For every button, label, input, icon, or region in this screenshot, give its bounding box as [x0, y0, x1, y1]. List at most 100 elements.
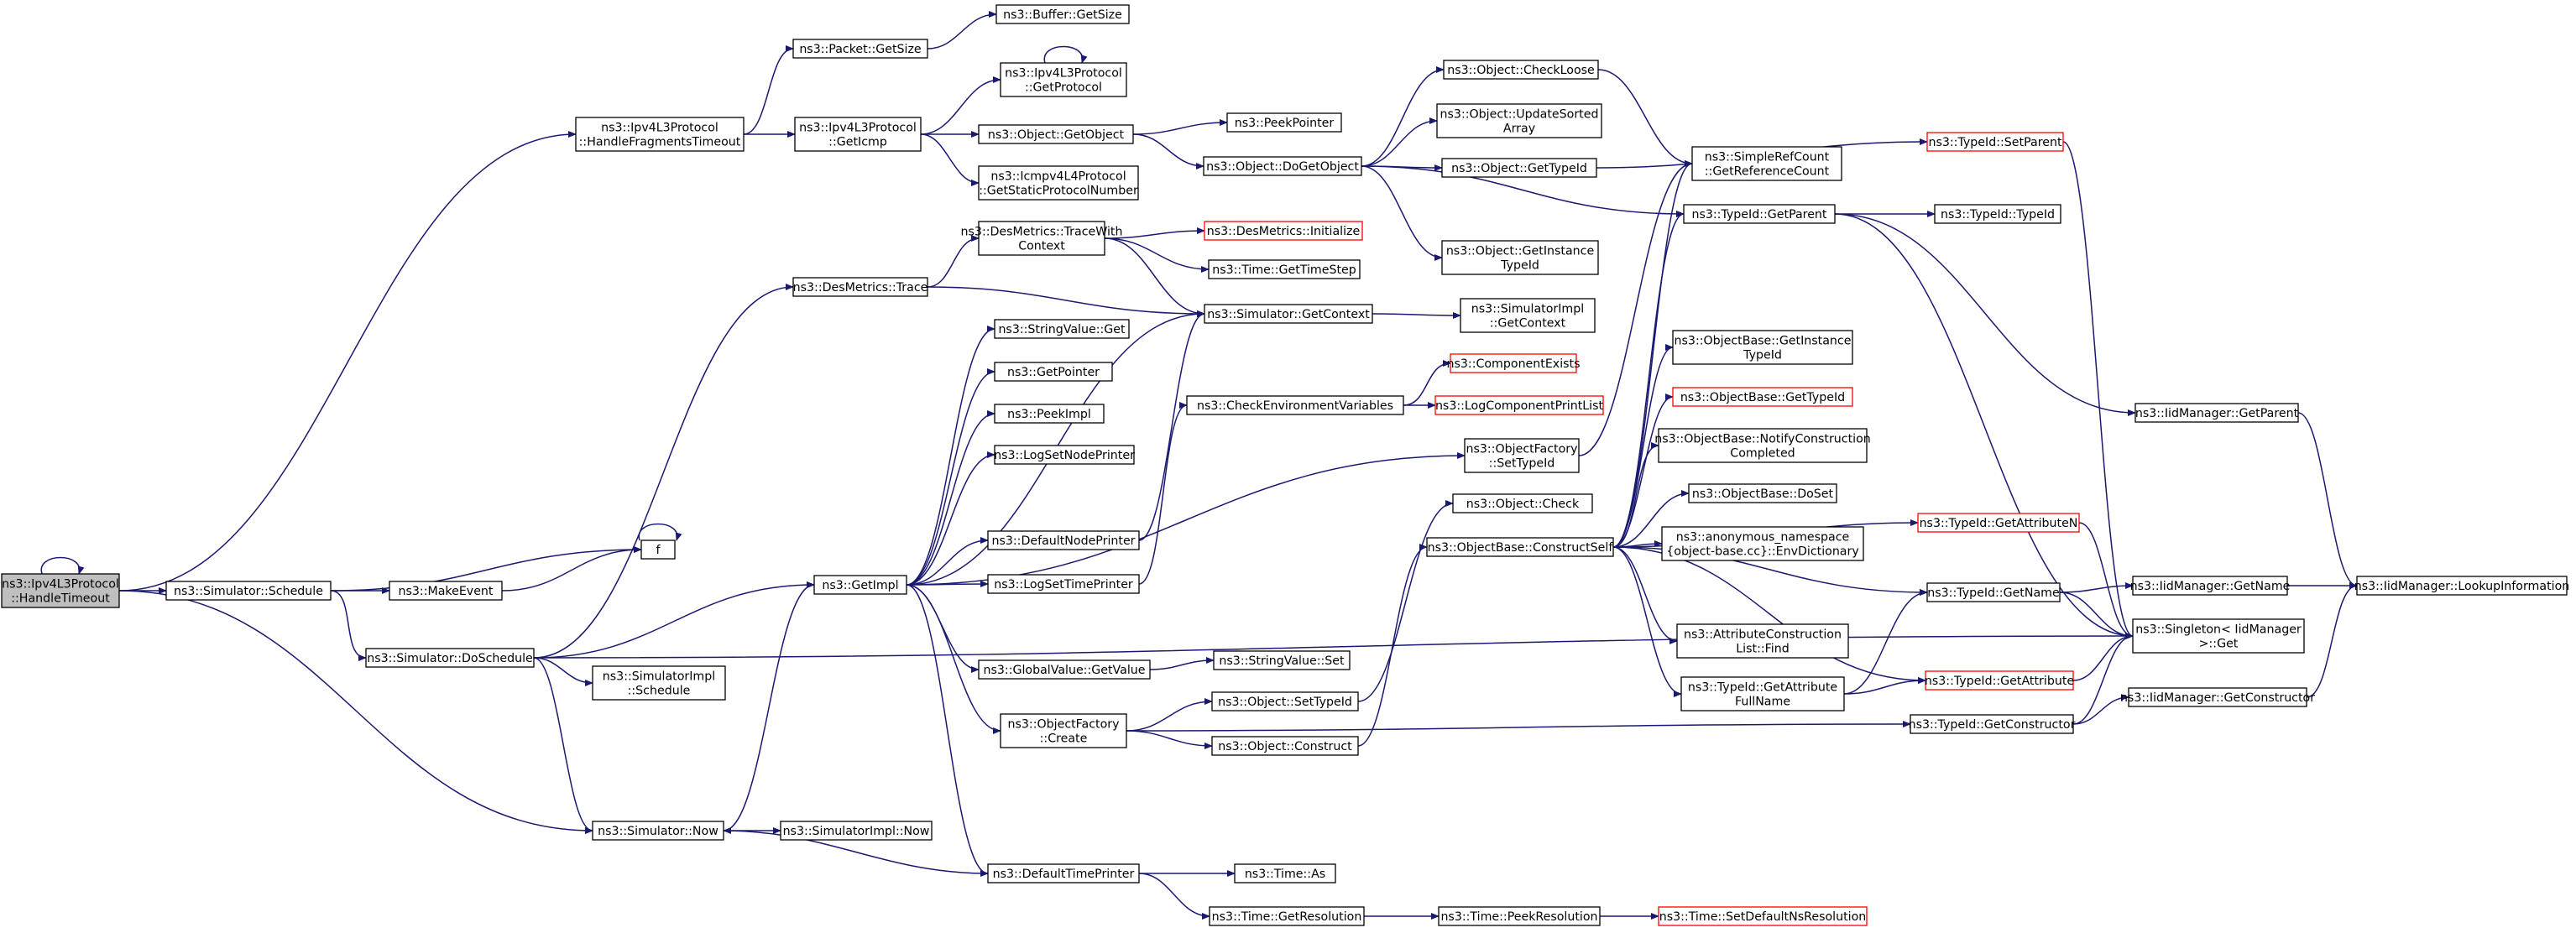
node-n5[interactable]: ns3::Packet::GetSize: [792, 39, 928, 59]
node-n32[interactable]: ns3::DesMetrics::Initialize: [1204, 221, 1363, 241]
node-n40[interactable]: ns3::LogSetNodePrinter: [994, 445, 1135, 465]
call-edge-n3-n66: [533, 657, 593, 686]
node-n52[interactable]: ns3::Time::SetDefaultNsResolution: [1658, 906, 1868, 926]
node-n12[interactable]: ns3::Object::DoGetObject: [1203, 156, 1362, 176]
node-n51[interactable]: ns3::Time::PeekResolution: [1438, 906, 1601, 926]
node-label: ns3::Simulator::Schedule: [174, 585, 323, 598]
node-n13[interactable]: ns3::Object::CheckLoose: [1443, 60, 1599, 80]
call-edge-n19-n23: [1834, 213, 2134, 639]
node-n47[interactable]: ns3::Object::Construct: [1211, 736, 1359, 756]
node-n55[interactable]: ns3::LogComponentPrintList: [1434, 395, 1604, 415]
node-n18[interactable]: ns3::TypeId::SetParent: [1926, 132, 2064, 152]
node-n22[interactable]: ns3::IidManager::LookupInformation: [2354, 576, 2570, 596]
node-n37[interactable]: ns3::StringValue::Get: [994, 319, 1130, 339]
call-edge-n3-n36: [533, 581, 815, 659]
call-edge-n21-n22: [2297, 412, 2358, 589]
node-n56[interactable]: ns3::ObjectFactory::SetTypeId: [1464, 438, 1580, 473]
function-nodes: ns3::Ipv4L3Protocol::HandleTimeoutns3::I…: [1, 4, 2570, 926]
call-edge-n28-n23: [2072, 633, 2134, 681]
node-n50[interactable]: ns3::Time::GetResolution: [1209, 906, 1365, 926]
node-n49[interactable]: ns3::Time::As: [1234, 863, 1336, 883]
node-n7[interactable]: ns3::Ipv4L3Protocol::GetIcmp: [794, 117, 922, 152]
node-n58[interactable]: ns3::ObjectBase::ConstructSelf: [1426, 537, 1614, 557]
node-n6[interactable]: ns3::Buffer::GetSize: [995, 4, 1130, 24]
node-n63[interactable]: ns3::anonymous_namespace{object-base.cc}…: [1661, 526, 1864, 561]
node-n57[interactable]: ns3::Object::Check: [1452, 493, 1593, 513]
node-n41[interactable]: ns3::DefaultNodePrinter: [987, 530, 1140, 550]
node-n67[interactable]: ns3::MakeEvent: [389, 581, 503, 601]
node-n53[interactable]: ns3::CheckEnvironmentVariables: [1186, 395, 1404, 415]
node-n27[interactable]: ns3::TypeId::GetAttributeN: [1917, 513, 2080, 533]
node-n33[interactable]: ns3::Time::GetTimeStep: [1208, 259, 1361, 279]
node-n45[interactable]: ns3::ObjectFactory::Create: [1000, 713, 1127, 748]
node-n29[interactable]: ns3::TypeId::GetConstructor: [1909, 714, 2076, 734]
node-n25[interactable]: ns3::IidManager::GetConstructor: [2120, 687, 2315, 707]
call-edge-n58-n60: [1612, 394, 1674, 548]
node-n9[interactable]: ns3::Object::GetObject: [978, 124, 1134, 144]
node-n15[interactable]: ns3::Object::GetTypeId: [1441, 158, 1597, 178]
node-n61[interactable]: ns3::ObjectBase::NotifyConstructionCompl…: [1654, 428, 1871, 463]
node-n68[interactable]: f: [640, 539, 676, 560]
node-n26[interactable]: ns3::TypeId::GetName: [1926, 582, 2061, 602]
node-label: ns3::SimpleRefCount: [1705, 151, 1830, 164]
node-n1[interactable]: ns3::Ipv4L3Protocol::HandleFragmentsTime…: [575, 117, 745, 152]
node-n2[interactable]: ns3::Simulator::Schedule: [165, 581, 332, 601]
node-box: [2132, 576, 2288, 596]
node-n69[interactable]: ns3::SimulatorImpl::Now: [780, 821, 933, 841]
node-box: [1438, 906, 1601, 926]
node-n17[interactable]: ns3::SimpleRefCount::GetReferenceCount: [1691, 146, 1842, 181]
node-label: ns3::LogComponentPrintList: [1435, 399, 1604, 413]
node-n60[interactable]: ns3::ObjectBase::GetTypeId: [1672, 387, 1853, 407]
node-n38[interactable]: ns3::GetPointer: [994, 362, 1113, 382]
node-n42[interactable]: ns3::LogSetTimePrinter: [987, 574, 1140, 594]
node-n21[interactable]: ns3::IidManager::GetParent: [2134, 403, 2299, 423]
node-n30[interactable]: ns3::DesMetrics::Trace: [792, 277, 928, 297]
node-label: ns3::Buffer::GetSize: [1003, 8, 1122, 22]
node-label: ns3::Object::UpdateSorted: [1440, 108, 1599, 122]
node-n3[interactable]: ns3::Simulator::DoSchedule: [365, 648, 535, 668]
node-n24[interactable]: ns3::IidManager::GetName: [2130, 576, 2291, 596]
node-n66[interactable]: ns3::SimulatorImpl::Schedule: [592, 665, 726, 701]
node-n44[interactable]: ns3::StringValue::Set: [1213, 650, 1351, 670]
call-edge-n26-n23: [2059, 592, 2134, 639]
node-n28[interactable]: ns3::TypeId::GetAttribute: [1925, 670, 2074, 691]
call-edge-n0-n0: [40, 556, 85, 575]
node-n43[interactable]: ns3::GlobalValue::GetValue: [978, 659, 1151, 680]
node-label: ns3::Object::CheckLoose: [1447, 64, 1595, 77]
node-label: ns3::Simulator::Now: [598, 825, 718, 838]
node-label: TypeId: [1743, 349, 1782, 362]
node-box: [1203, 156, 1362, 176]
node-label: ns3::Object::SetTypeId: [1218, 696, 1352, 709]
call-edge-n58-n64: [1612, 546, 1678, 644]
call-edge-n58-n62: [1612, 490, 1690, 548]
node-n46[interactable]: ns3::Object::SetTypeId: [1211, 691, 1359, 711]
node-label: ns3::ObjectBase::ConstructSelf: [1428, 541, 1614, 555]
call-edge-n36-n40: [906, 451, 995, 586]
node-n8[interactable]: ns3::Ipv4L3Protocol::GetProtocol: [1000, 62, 1127, 97]
node-n54[interactable]: ns3::ComponentExists: [1447, 353, 1581, 373]
node-n19[interactable]: ns3::TypeId::GetParent: [1683, 204, 1836, 224]
node-n10[interactable]: ns3::Icmpv4L4Protocol::GetStaticProtocol…: [978, 165, 1139, 201]
node-n35[interactable]: ns3::SimulatorImpl::GetContext: [1460, 298, 1596, 333]
call-edge-n58-n61: [1612, 442, 1659, 548]
call-edge-n58-n65: [1612, 546, 1682, 697]
node-n11[interactable]: ns3::PeekPointer: [1226, 112, 1342, 133]
node-n36[interactable]: ns3::GetImpl: [813, 575, 907, 595]
node-n4[interactable]: ns3::Simulator::Now: [592, 821, 724, 841]
node-label: ns3::GlobalValue::GetValue: [984, 664, 1146, 677]
node-n62[interactable]: ns3::ObjectBase::DoSet: [1688, 483, 1837, 503]
node-n20[interactable]: ns3::TypeId::TypeId: [1934, 204, 2061, 224]
call-edge-n9-n11: [1132, 119, 1228, 135]
node-n39[interactable]: ns3::PeekImpl: [994, 404, 1105, 424]
node-n0[interactable]: ns3::Ipv4L3Protocol::HandleTimeout: [1, 573, 120, 608]
node-n34[interactable]: ns3::Simulator::GetContext: [1204, 304, 1373, 324]
node-box: [994, 404, 1105, 424]
node-n23[interactable]: ns3::Singleton< IidManager >::Get: [2132, 618, 2305, 654]
node-n48[interactable]: ns3::DefaultTimePrinter: [987, 863, 1140, 883]
